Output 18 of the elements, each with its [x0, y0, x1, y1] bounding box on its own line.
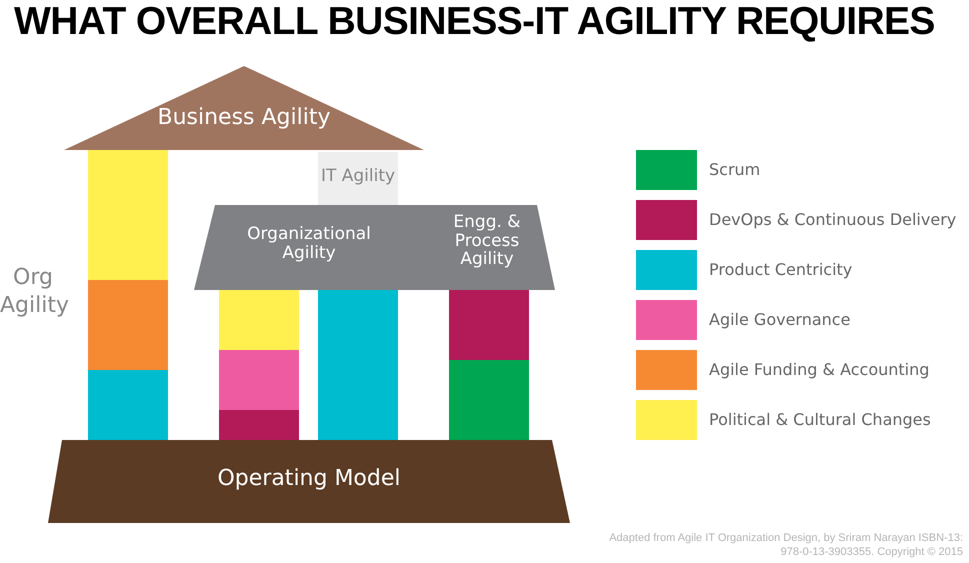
side-label: Org Agility — [0, 264, 66, 319]
label-box — [318, 152, 398, 205]
trapezoid-base — [48, 440, 570, 523]
title: WHAT OVERALL BUSINESS-IT AGILITY REQUIRES — [14, 0, 935, 44]
legend-label: Agile Governance — [709, 310, 850, 329]
legend-label: Product Centricity — [709, 260, 852, 279]
node-label: Organizational Agility — [246, 225, 372, 262]
node-label: Engg. & Process Agility — [452, 213, 522, 270]
node-label: IT Agility — [320, 167, 396, 186]
legend-label: Political & Cultural Changes — [709, 410, 931, 429]
node-label: Operating Model — [216, 467, 402, 492]
node-label: Business Agility — [156, 106, 332, 130]
caption: Adapted from Agile IT Organization Design, by Sriram Narayan ISBN-13: 978-0-13-3903355. Copyright © 2015 — [608, 532, 963, 560]
legend-label: Scrum — [709, 160, 760, 179]
trapezoid-beam — [194, 205, 555, 290]
legend-label: DevOps & Continuous Delivery — [709, 210, 956, 229]
legend-label: Agile Funding & Accounting — [709, 360, 930, 379]
roof-triangle — [64, 66, 424, 150]
